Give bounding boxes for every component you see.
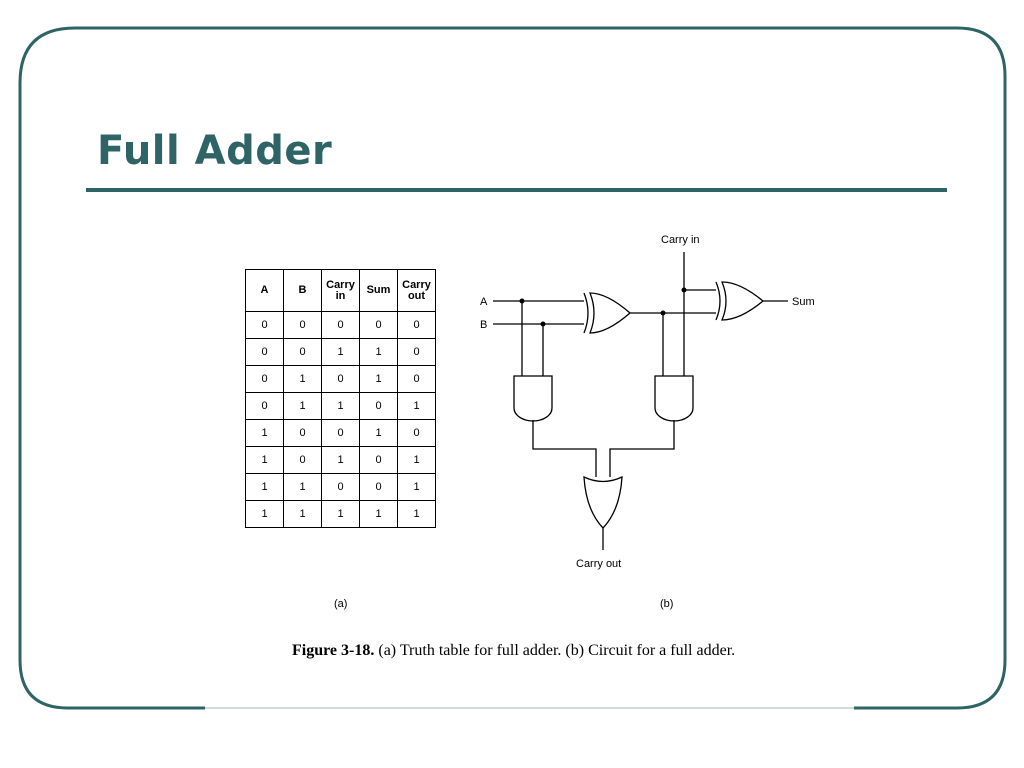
junction-a <box>519 298 525 304</box>
cell-b: 1 <box>283 392 322 420</box>
cell-carry-in: 1 <box>321 392 360 420</box>
cell-a: 1 <box>245 500 284 528</box>
cell-carry-out: 1 <box>397 500 436 528</box>
slide-title: Full Adder <box>97 128 333 174</box>
header-carry-out-text: Carry out <box>402 278 431 302</box>
sum-label: Sum <box>792 296 815 308</box>
junction-carry-in <box>681 287 687 293</box>
cell-carry-in: 1 <box>321 338 360 366</box>
cell-carry-out: 0 <box>397 311 436 339</box>
wire-and2-out <box>609 420 675 477</box>
figure-number: Figure 3-18. <box>292 642 375 659</box>
cell-a: 1 <box>245 419 284 447</box>
xor-gate-2 <box>715 281 765 321</box>
input-a-label: A <box>480 296 488 308</box>
cell-carry-out: 1 <box>397 446 436 474</box>
input-b-label: B <box>480 319 487 331</box>
wire-and1-out <box>532 420 597 477</box>
cell-carry-in: 1 <box>321 500 360 528</box>
cell-a: 0 <box>245 338 284 366</box>
cell-b: 0 <box>283 311 322 339</box>
cell-carry-out: 0 <box>397 365 436 393</box>
header-carry-in-text: Carry in <box>326 278 355 302</box>
cell-b: 1 <box>283 365 322 393</box>
circuit-label: (b) <box>660 598 674 610</box>
header-a: A <box>245 269 284 312</box>
header-b: B <box>283 269 322 312</box>
cell-sum: 0 <box>359 473 398 501</box>
carry-in-label: Carry in <box>661 234 700 246</box>
cell-carry-in: 0 <box>321 365 360 393</box>
figure-caption-text: (a) Truth table for full adder. (b) Circ… <box>378 642 736 659</box>
truth-table-label: (a) <box>334 598 348 610</box>
cell-a: 0 <box>245 311 284 339</box>
cell-sum: 1 <box>359 500 398 528</box>
junction-xor1-out <box>660 310 666 316</box>
cell-carry-in: 1 <box>321 446 360 474</box>
and-gate-2 <box>654 375 694 422</box>
xor-gate-1 <box>583 292 631 334</box>
figure-caption: Figure 3-18. (a) Truth table for full ad… <box>292 642 735 660</box>
and-gate-1 <box>513 375 553 422</box>
cell-carry-out: 1 <box>397 392 436 420</box>
or-gate <box>583 475 623 529</box>
cell-a: 0 <box>245 392 284 420</box>
junction-b <box>540 321 546 327</box>
carry-out-label: Carry out <box>576 558 621 570</box>
title-underline <box>86 188 947 192</box>
header-sum: Sum <box>359 269 398 312</box>
truth-table-header: A B Carry in Sum Carry out <box>245 269 436 312</box>
